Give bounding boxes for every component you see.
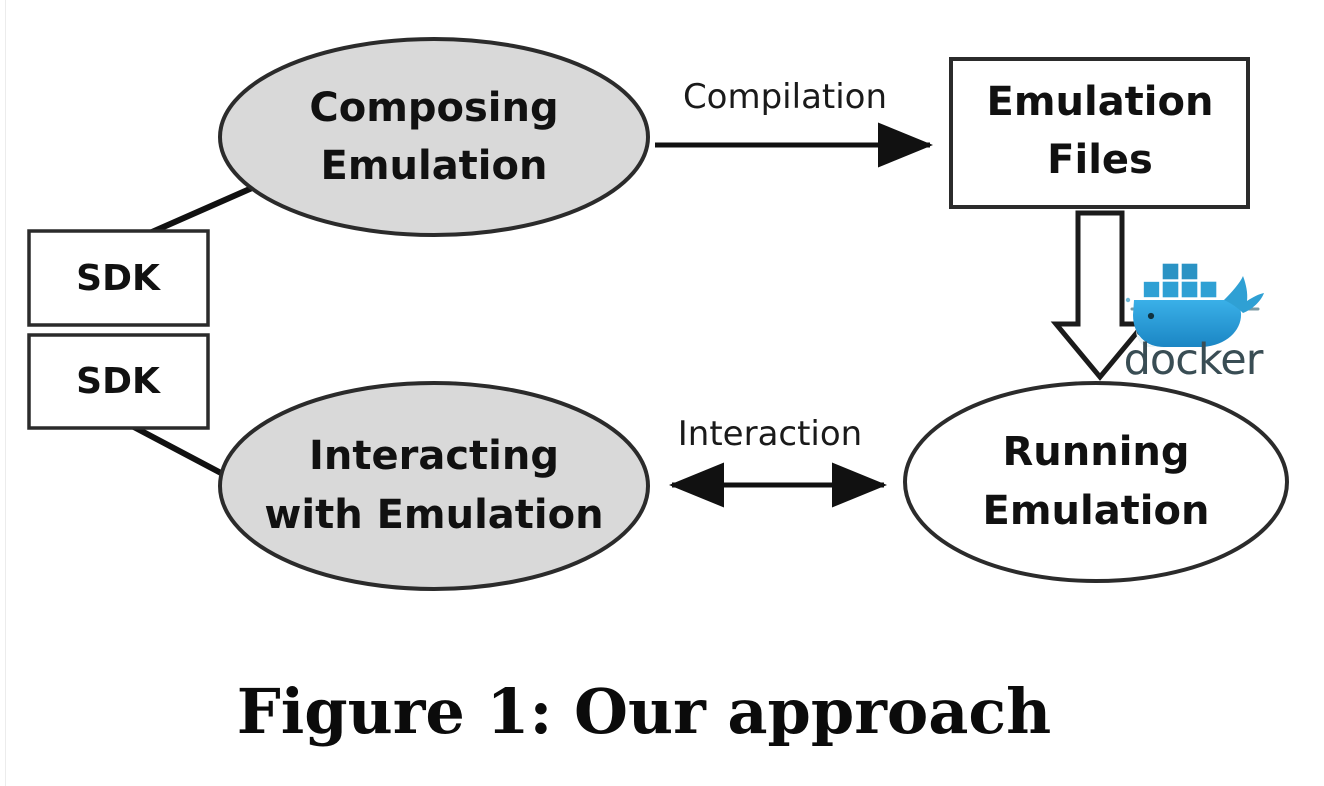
node-composing-emulation[interactable]: Composing Emulation xyxy=(218,37,650,237)
running-emulation-label-line2: Emulation xyxy=(983,488,1210,534)
interacting-label-line1: Interacting xyxy=(309,433,559,479)
node-interacting-with-emulation[interactable]: Interacting with Emulation xyxy=(218,381,650,591)
composing-emulation-label-line1: Composing xyxy=(309,85,558,131)
edge-interaction: Interaction xyxy=(668,414,888,508)
running-emulation-label-line1: Running xyxy=(1002,429,1189,475)
block-arrow-down-icon xyxy=(1050,210,1150,381)
page-rule-left xyxy=(5,0,6,786)
docker-logo: docker xyxy=(1124,262,1265,385)
edge-compilation: Compilation xyxy=(655,77,934,168)
figure-caption: Figure 1: Our approach xyxy=(237,675,1052,748)
emulation-files-label-line1: Emulation xyxy=(987,79,1214,125)
docker-containers-icon xyxy=(1142,262,1218,299)
docker-whale-icon xyxy=(1133,300,1242,347)
sdk-bottom-label: SDK xyxy=(76,361,161,402)
node-running-emulation[interactable]: Running Emulation xyxy=(903,381,1289,583)
interaction-label: Interaction xyxy=(678,414,862,454)
node-sdk-bottom[interactable]: SDK xyxy=(27,333,210,430)
compilation-label: Compilation xyxy=(683,77,887,117)
docker-wordmark: docker xyxy=(1124,335,1264,385)
edge-deploy-block-arrow xyxy=(1050,210,1150,381)
emulation-files-label-line2: Files xyxy=(1047,137,1153,183)
composing-emulation-label-line2: Emulation xyxy=(321,143,548,189)
interacting-label-line2: with Emulation xyxy=(264,492,603,538)
sdk-top-label: SDK xyxy=(76,258,161,299)
node-sdk-top[interactable]: SDK xyxy=(27,229,210,327)
node-emulation-files[interactable]: Emulation Files xyxy=(949,57,1250,209)
sdk-top-connector xyxy=(149,185,255,235)
